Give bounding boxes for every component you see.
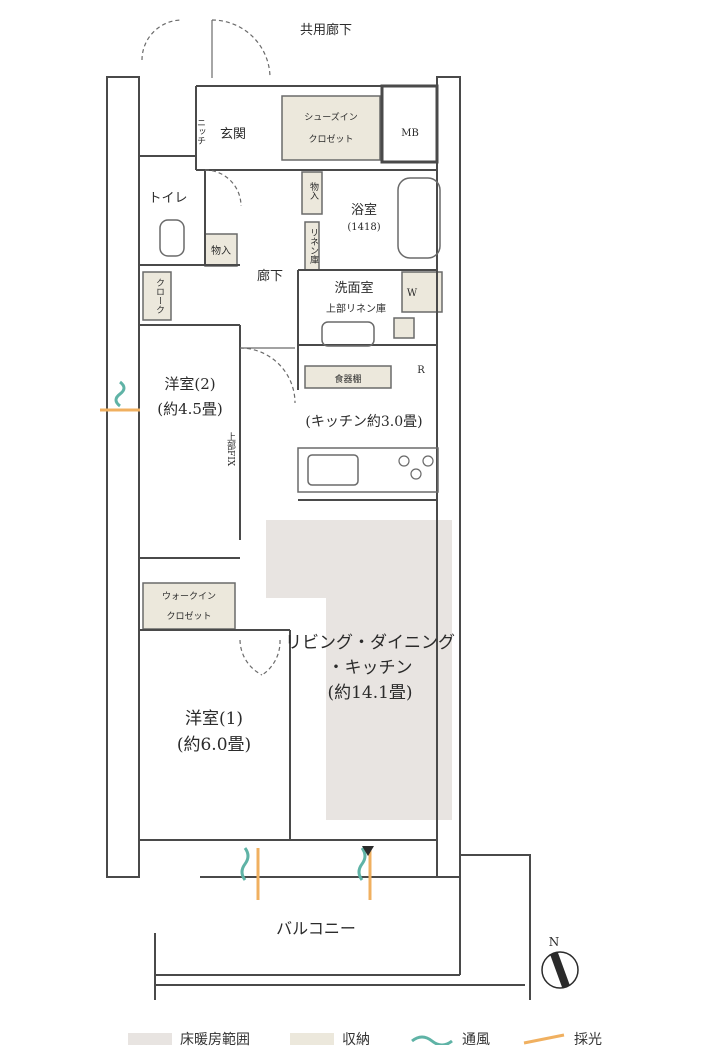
label-niche: ニッチ bbox=[195, 118, 206, 145]
ventilation-icon bbox=[411, 1035, 453, 1045]
label-balcony: バルコニー bbox=[276, 919, 356, 938]
legend-daylight: 採光 bbox=[522, 1029, 602, 1049]
label-living-2: ・キッチン bbox=[328, 658, 413, 678]
stove-icon bbox=[398, 455, 434, 480]
floor-plan: 共用廊下 玄関 シューズイン クロゼット MB トイレ 物入 浴室 (1418)… bbox=[100, 19, 579, 1000]
legend-daylight-label: 採光 bbox=[574, 1032, 602, 1048]
label-shoes-closet-1: シューズイン bbox=[304, 111, 358, 123]
compass-icon bbox=[541, 951, 579, 989]
upper-linen-area bbox=[393, 317, 415, 339]
label-wic-2: クロゼット bbox=[166, 610, 211, 622]
daylight-icon bbox=[523, 1033, 565, 1045]
label-compass-n: N bbox=[549, 935, 560, 949]
shoes-closet-area bbox=[281, 95, 381, 161]
label-corridor-shared: 共用廊下 bbox=[300, 22, 352, 38]
label-cloak: クローク bbox=[154, 278, 164, 314]
label-kitchen: (キッチン約3.0畳) bbox=[305, 414, 422, 430]
legend-ventilation: 通風 bbox=[410, 1029, 490, 1049]
legend-storage: 収納 bbox=[290, 1029, 370, 1049]
label-fridge: R bbox=[417, 365, 425, 376]
label-hallway: 廊下 bbox=[257, 268, 283, 284]
label-storage-a: 物入 bbox=[211, 244, 231, 257]
label-room2-size: (約4.5畳) bbox=[157, 400, 223, 418]
wic-area bbox=[142, 582, 236, 630]
window-marker-icon bbox=[362, 846, 374, 856]
dish-shelf-area bbox=[304, 365, 392, 389]
storage-b-area bbox=[301, 171, 323, 215]
label-room1-name: 洋室(1) bbox=[185, 709, 243, 729]
label-upper-linen: 上部リネン庫 bbox=[326, 302, 386, 315]
label-entrance: 玄関 bbox=[220, 127, 246, 142]
label-dish-shelf: 食器棚 bbox=[334, 373, 361, 385]
label-room2-name: 洋室(2) bbox=[164, 375, 215, 393]
ventilation-marks bbox=[114, 380, 367, 881]
label-bath: 浴室 bbox=[351, 202, 377, 218]
legend-ventilation-label: 通風 bbox=[462, 1032, 490, 1048]
label-room1-size: (約6.0畳) bbox=[177, 735, 251, 755]
toilet-fixture bbox=[159, 219, 185, 257]
doors bbox=[141, 19, 296, 676]
label-living-1: リビング・ダイニング bbox=[285, 633, 455, 653]
label-washer: W bbox=[407, 288, 418, 299]
floor-heating-area bbox=[266, 520, 452, 820]
washer-area bbox=[401, 271, 443, 313]
cloak-area bbox=[142, 271, 172, 321]
label-toilet: トイレ bbox=[148, 191, 187, 206]
legend-floor-heating: 床暖房範囲 bbox=[128, 1029, 250, 1049]
label-washroom: 洗面室 bbox=[334, 280, 373, 296]
legend: 床暖房範囲 収納 通風 採光 bbox=[0, 1025, 726, 1053]
legend-floor-heating-label: 床暖房範囲 bbox=[180, 1032, 250, 1048]
label-linen: リネン庫 bbox=[308, 228, 319, 265]
walls bbox=[106, 76, 531, 1000]
label-bath-size: (1418) bbox=[347, 222, 380, 233]
washbasin bbox=[321, 321, 375, 347]
kitchen-sink bbox=[307, 454, 359, 486]
label-shoes-closet-2: クロゼット bbox=[308, 133, 353, 145]
kitchen-counter bbox=[297, 447, 439, 493]
label-storage-b: 物入 bbox=[308, 181, 319, 200]
label-wic-1: ウォークイン bbox=[162, 591, 216, 602]
label-living-3: (約14.1畳) bbox=[327, 683, 412, 703]
legend-storage-label: 収納 bbox=[342, 1032, 370, 1048]
daylight-marks bbox=[100, 408, 372, 900]
floor-heating-swatch bbox=[128, 1033, 172, 1045]
label-fix-window: 上部FIX bbox=[225, 432, 236, 467]
label-mb: MB bbox=[401, 128, 419, 139]
bathtub bbox=[397, 177, 441, 259]
storage-swatch bbox=[290, 1033, 334, 1045]
